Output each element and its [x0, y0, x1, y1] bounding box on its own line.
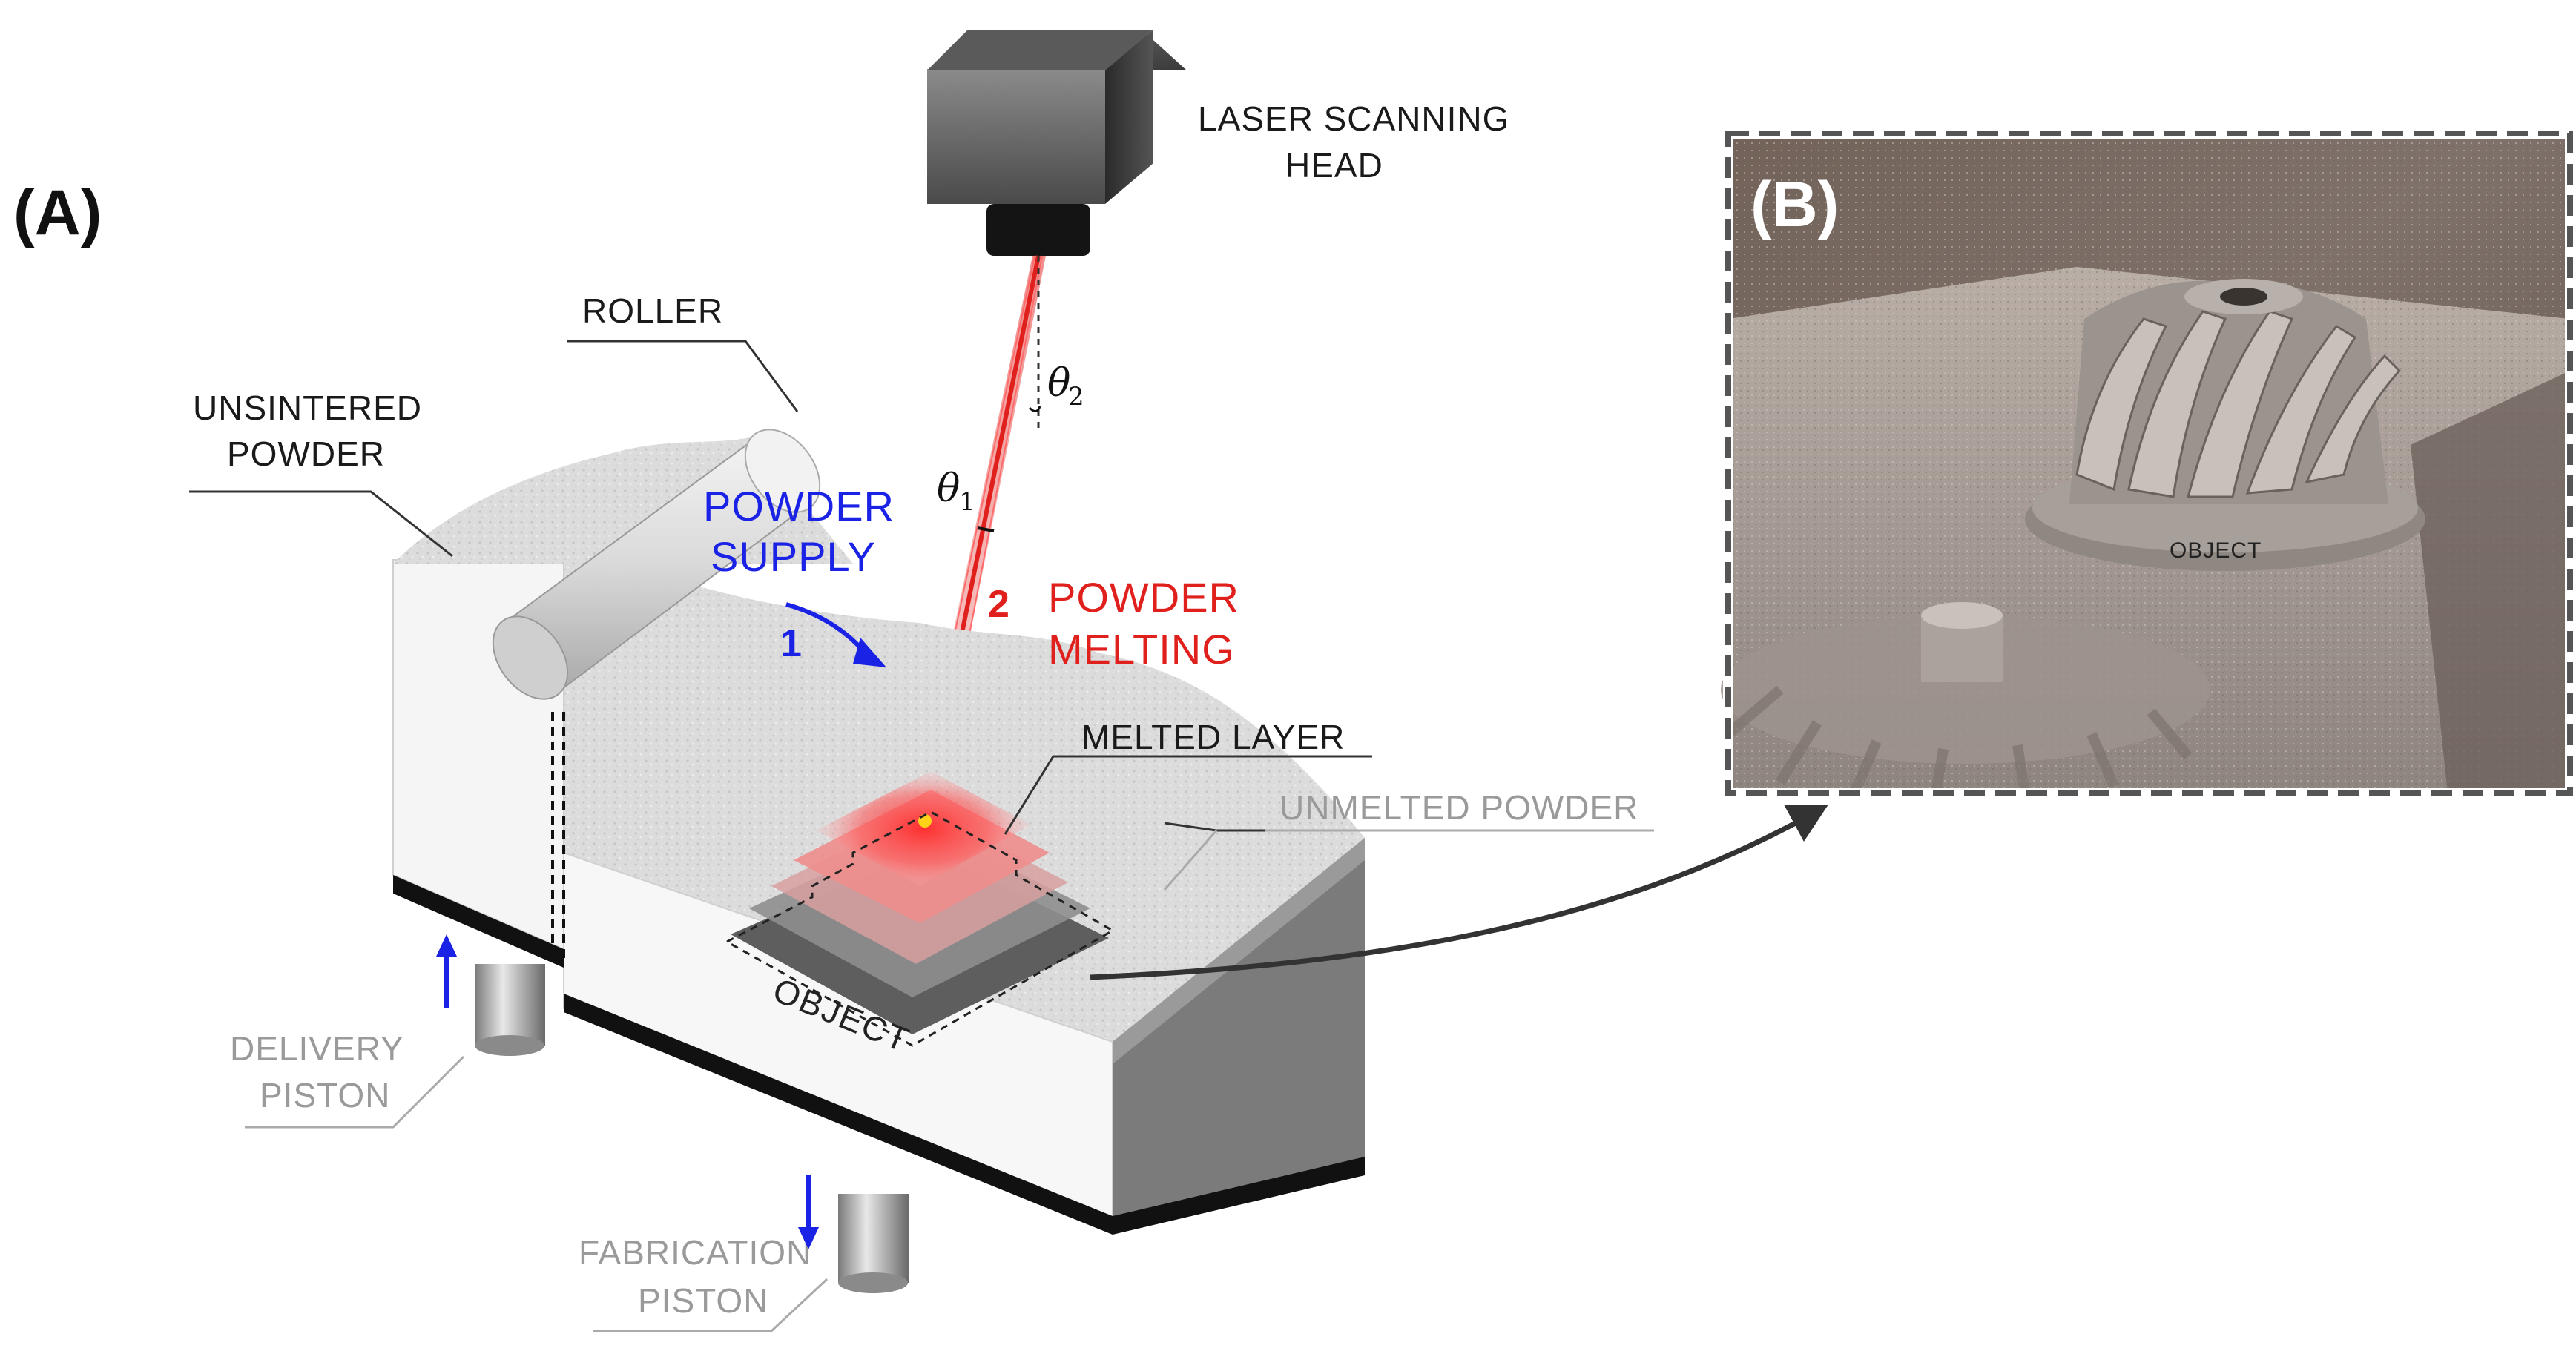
theta1-annotation: θ 1	[937, 466, 995, 532]
laser-scanning-head	[927, 30, 1187, 256]
step-2-label: 2	[988, 583, 1009, 626]
delivery-piston-label-line1: DELIVERY	[230, 1029, 404, 1068]
theta2-subscript: 2	[1068, 382, 1084, 412]
theta2-symbol: θ	[1047, 361, 1070, 406]
panel-label-b: (B)	[1750, 169, 1839, 240]
connector-arrow	[1090, 816, 1804, 980]
powder-supply-arrowhead	[853, 638, 886, 667]
delivery-piston	[475, 964, 545, 1056]
step-1-label: 1	[780, 622, 802, 665]
fabrication-piston-label-line1: FABRICATION	[579, 1233, 811, 1272]
laser-head-label-line1: LASER SCANNING	[1198, 99, 1509, 138]
roller-label: ROLLER	[582, 291, 723, 330]
theta1-subscript: 1	[959, 487, 975, 517]
delivery-up-arrow	[436, 934, 457, 1008]
photo-object-label: OBJECT	[2170, 538, 2262, 563]
roller	[492, 429, 821, 700]
fabrication-piston-label-line2: PISTON	[638, 1281, 768, 1320]
panel-label-a: (A)	[13, 177, 102, 248]
fabrication-down-arrow	[798, 1175, 819, 1249]
powder-melting-label-line1: POWDER	[1048, 574, 1239, 621]
powder-melting-label-line2: MELTING	[1048, 626, 1235, 673]
photo-panel: OBJECT	[1721, 128, 2575, 799]
object-layers	[724, 771, 1116, 1047]
fabrication-piston	[838, 1194, 909, 1293]
connector-arrowhead	[1784, 805, 1828, 842]
laser-head-label-line2: HEAD	[1285, 146, 1383, 185]
powder-supply-label-line1: POWDER	[703, 483, 895, 529]
delivery-piston-label-line2: PISTON	[260, 1076, 390, 1114]
theta2-annotation: θ 2	[1028, 361, 1084, 412]
unsintered-powder-label-line2: POWDER	[227, 435, 385, 473]
leader-lines	[189, 340, 1654, 1332]
unsintered-powder-label-line1: UNSINTERED	[193, 389, 422, 427]
unmelted-powder-label: UNMELTED POWDER	[1279, 788, 1638, 827]
theta1-symbol: θ	[937, 466, 960, 511]
melted-layer-label: MELTED LAYER	[1081, 718, 1345, 756]
powder-bed-machine	[392, 437, 1365, 1235]
powder-supply-label-line2: SUPPLY	[711, 533, 876, 580]
